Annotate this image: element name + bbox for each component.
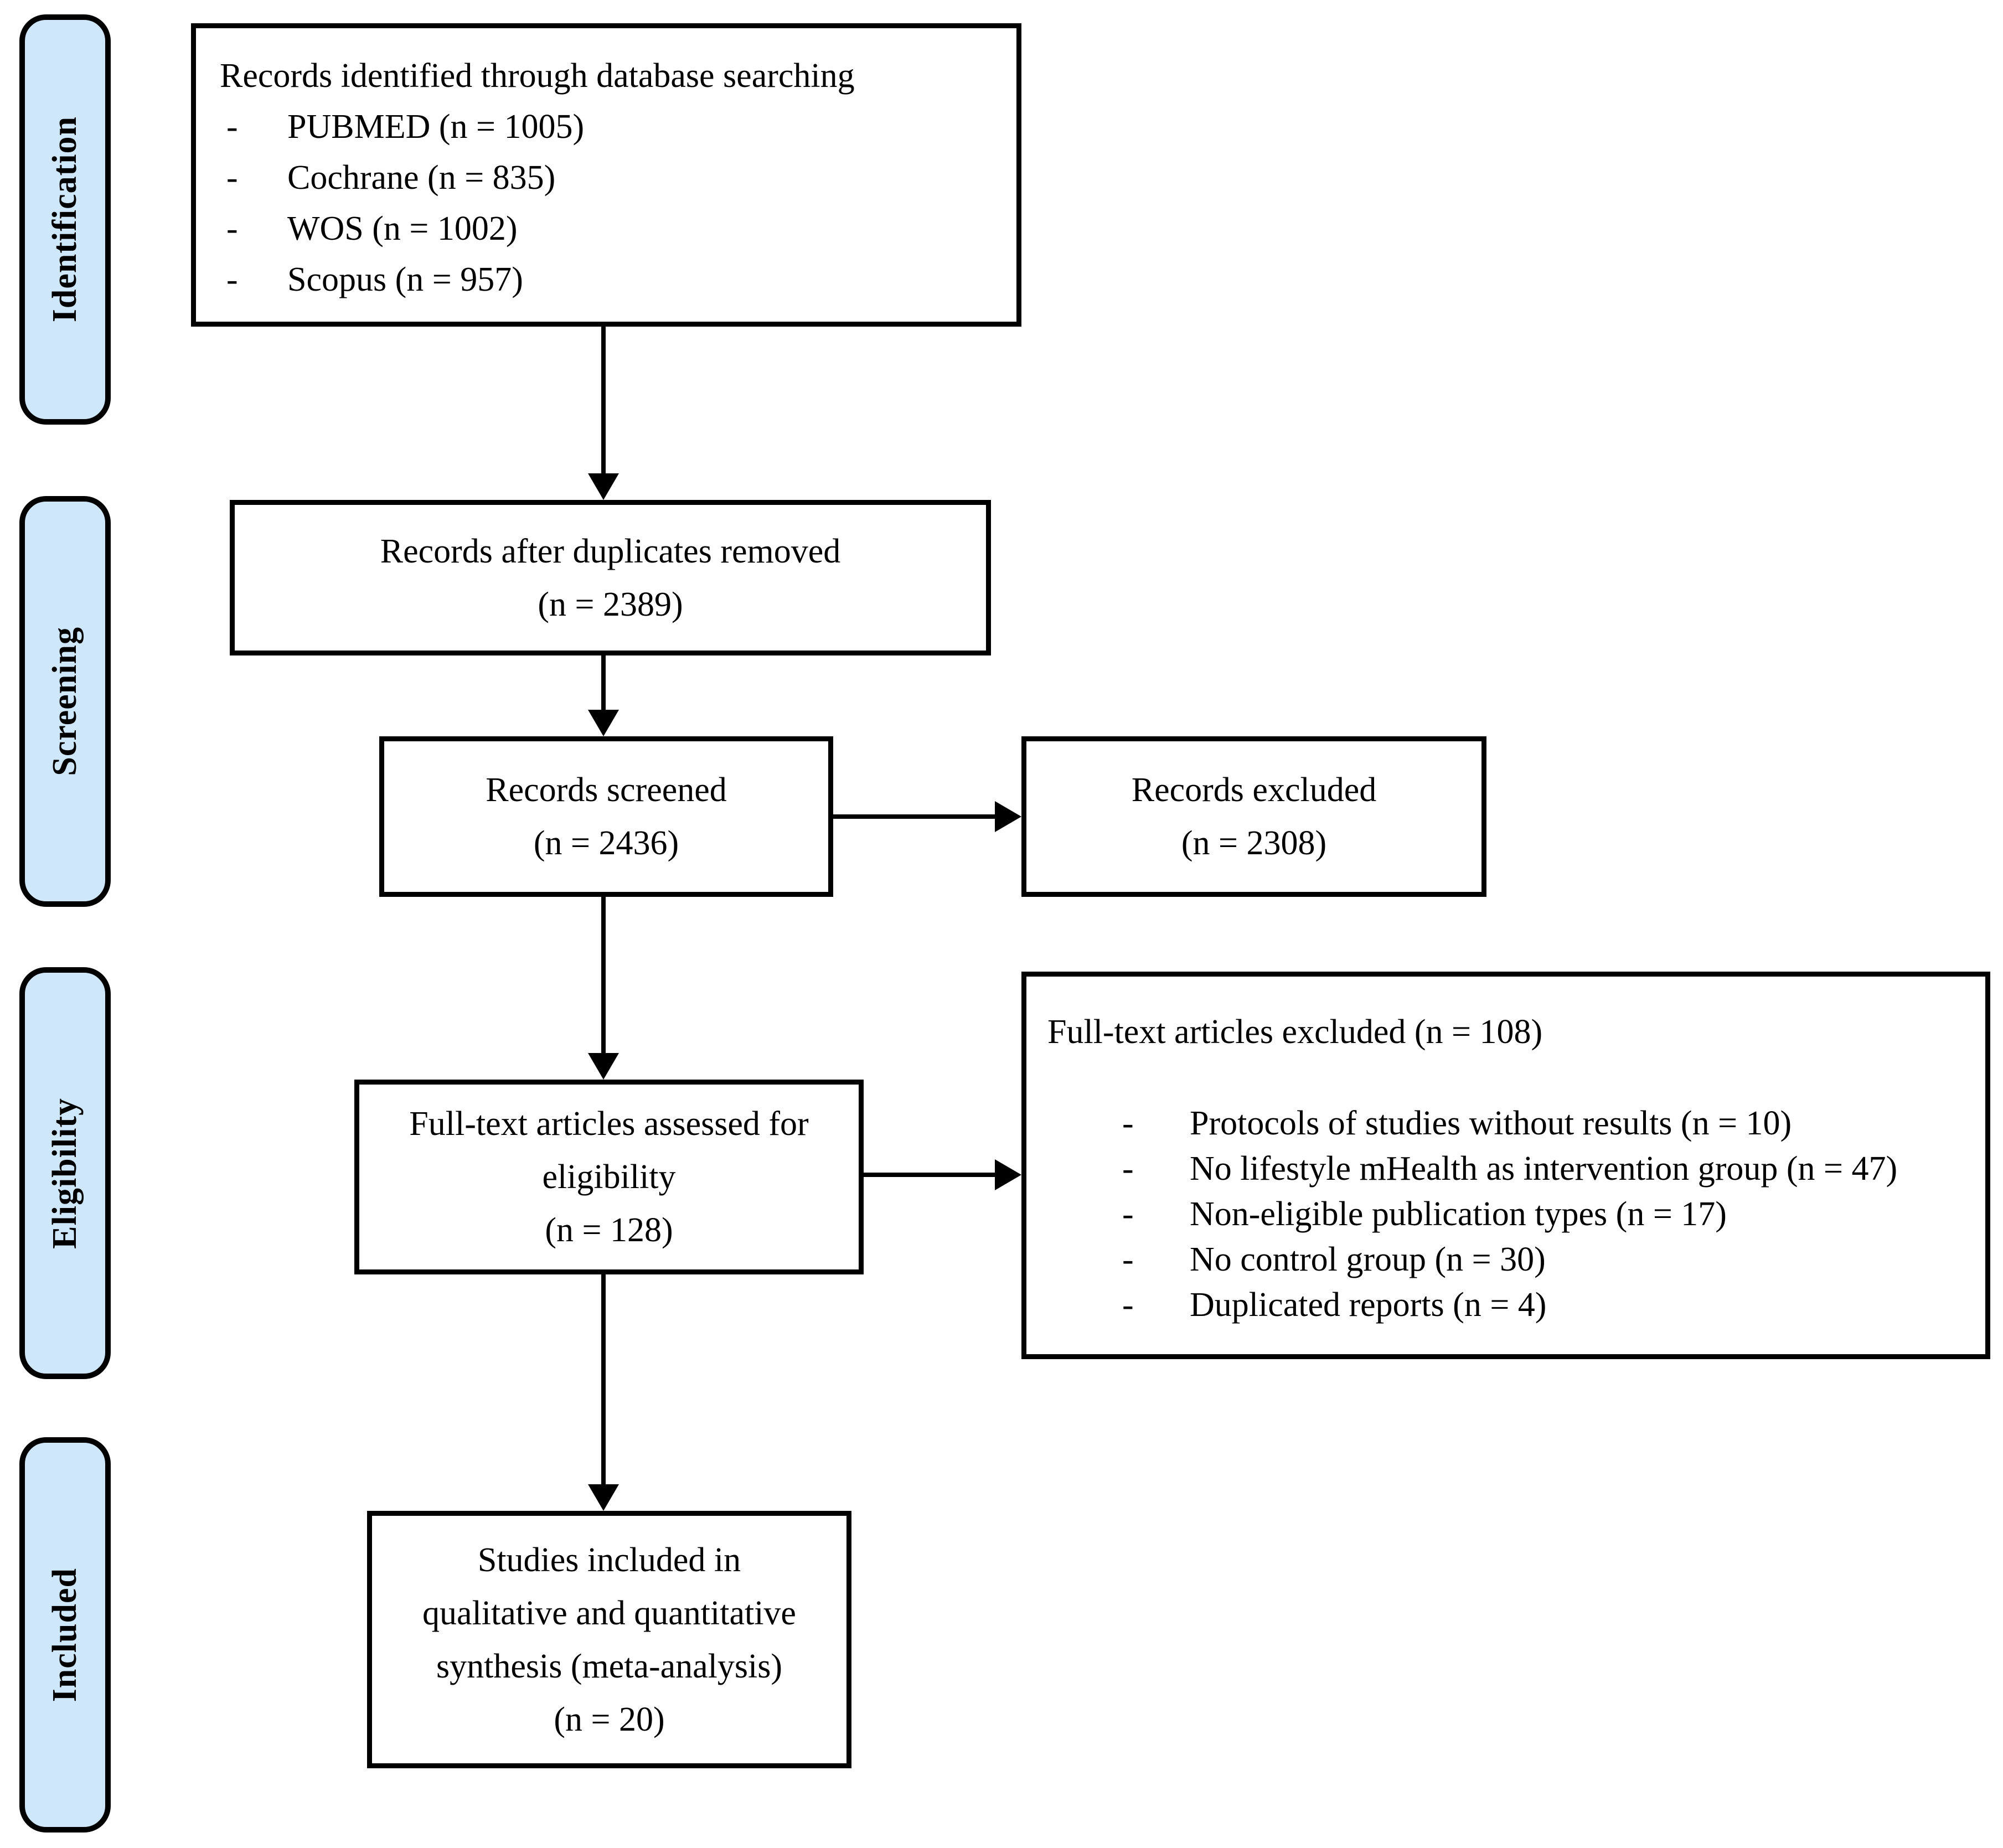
list-item: - No control group (n = 30)	[1047, 1237, 1974, 1282]
list-item: - WOS (n = 1002)	[220, 203, 1000, 254]
arrow-head-down-icon	[588, 1484, 619, 1511]
records-screened-count: (n = 2436)	[533, 824, 679, 862]
duplicates-removed-box: Records after duplicates removed (n = 23…	[230, 500, 991, 655]
bullet-marker: -	[226, 159, 238, 197]
arrow-head-down-icon	[588, 1053, 619, 1080]
studies-included-line1: Studies included in	[477, 1541, 741, 1579]
arrow-line	[601, 1274, 606, 1485]
list-item: - Duplicated reports (n = 4)	[1047, 1282, 1974, 1328]
fulltext-excluded-box: Full-text articles excluded (n = 108) - …	[1021, 972, 1990, 1359]
fulltext-assessed-box: Full-text articles assessed for eligibil…	[354, 1080, 864, 1274]
studies-included-line3: synthesis (meta-analysis)	[436, 1647, 783, 1685]
fulltext-excluded-item-protocols: Protocols of studies without results (n …	[1190, 1104, 1792, 1142]
stage-eligibility: Eligibility	[19, 967, 111, 1379]
studies-included-line2: qualitative and quantitative	[422, 1594, 796, 1632]
fulltext-assessed-line2: eligibility	[542, 1158, 676, 1196]
bullet-marker: -	[226, 108, 238, 146]
records-screened-line1: Records screened	[486, 771, 727, 809]
fulltext-excluded-title: Full-text articles excluded (n = 108)	[1047, 1013, 1543, 1051]
records-screened-box: Records screened (n = 2436)	[379, 736, 833, 897]
records-identified-item-wos: WOS (n = 1002)	[287, 210, 518, 247]
arrow-line	[833, 814, 996, 819]
fulltext-assessed-count: (n = 128)	[545, 1211, 673, 1249]
stage-included: Included	[19, 1437, 111, 1832]
list-item: - No lifestyle mHealth as intervention g…	[1047, 1146, 1974, 1191]
list-item: - Scopus (n = 957)	[220, 254, 1000, 305]
stage-screening-label: Screening	[46, 627, 84, 776]
arrow-line	[601, 655, 606, 711]
stage-eligibility-label: Eligibility	[46, 1097, 84, 1249]
records-identified-title: Records identified through database sear…	[220, 57, 855, 95]
fulltext-excluded-item-no-control: No control group (n = 30)	[1190, 1241, 1546, 1278]
studies-included-box: Studies included in qualitative and quan…	[367, 1511, 851, 1768]
fulltext-assessed-line1: Full-text articles assessed for	[409, 1105, 809, 1143]
arrow-line	[601, 327, 606, 474]
stage-included-label: Included	[46, 1567, 84, 1702]
stage-identification-label: Identification	[46, 116, 84, 323]
duplicates-removed-count: (n = 2389)	[538, 585, 683, 623]
records-excluded-count: (n = 2308)	[1181, 824, 1327, 862]
list-item: - PUBMED (n = 1005)	[220, 101, 1000, 152]
records-excluded-box: Records excluded (n = 2308)	[1021, 736, 1486, 897]
bullet-marker: -	[1122, 1104, 1134, 1142]
bullet-marker: -	[1122, 1150, 1134, 1188]
arrow-head-right-icon	[995, 801, 1021, 832]
arrow-head-right-icon	[995, 1159, 1021, 1190]
list-item: - Protocols of studies without results (…	[1047, 1101, 1974, 1146]
arrow-line	[864, 1173, 996, 1177]
bullet-marker: -	[1122, 1241, 1134, 1278]
fulltext-excluded-item-no-mhealth: No lifestyle mHealth as intervention gro…	[1190, 1150, 1898, 1188]
list-item: - Cochrane (n = 835)	[220, 152, 1000, 203]
stage-screening: Screening	[19, 496, 111, 907]
bullet-marker: -	[226, 210, 238, 247]
records-identified-item-cochrane: Cochrane (n = 835)	[287, 159, 556, 197]
records-identified-box: Records identified through database sear…	[191, 23, 1021, 327]
fulltext-excluded-item-duplicated: Duplicated reports (n = 4)	[1190, 1286, 1547, 1324]
arrow-head-down-icon	[588, 473, 619, 500]
stage-identification: Identification	[19, 14, 111, 425]
list-item: - Non-eligible publication types (n = 17…	[1047, 1191, 1974, 1237]
duplicates-removed-line1: Records after duplicates removed	[380, 532, 841, 570]
fulltext-excluded-item-pubtypes: Non-eligible publication types (n = 17)	[1190, 1195, 1727, 1233]
arrow-head-down-icon	[588, 710, 619, 736]
studies-included-count: (n = 20)	[554, 1700, 665, 1738]
bullet-marker: -	[1122, 1195, 1134, 1233]
records-identified-item-pubmed: PUBMED (n = 1005)	[287, 108, 585, 146]
bullet-marker: -	[1122, 1286, 1134, 1324]
records-identified-item-scopus: Scopus (n = 957)	[287, 261, 523, 298]
bullet-marker: -	[226, 261, 238, 298]
arrow-line	[601, 897, 606, 1054]
records-excluded-line1: Records excluded	[1131, 771, 1377, 809]
fulltext-excluded-list: - Protocols of studies without results (…	[1047, 1101, 1974, 1328]
